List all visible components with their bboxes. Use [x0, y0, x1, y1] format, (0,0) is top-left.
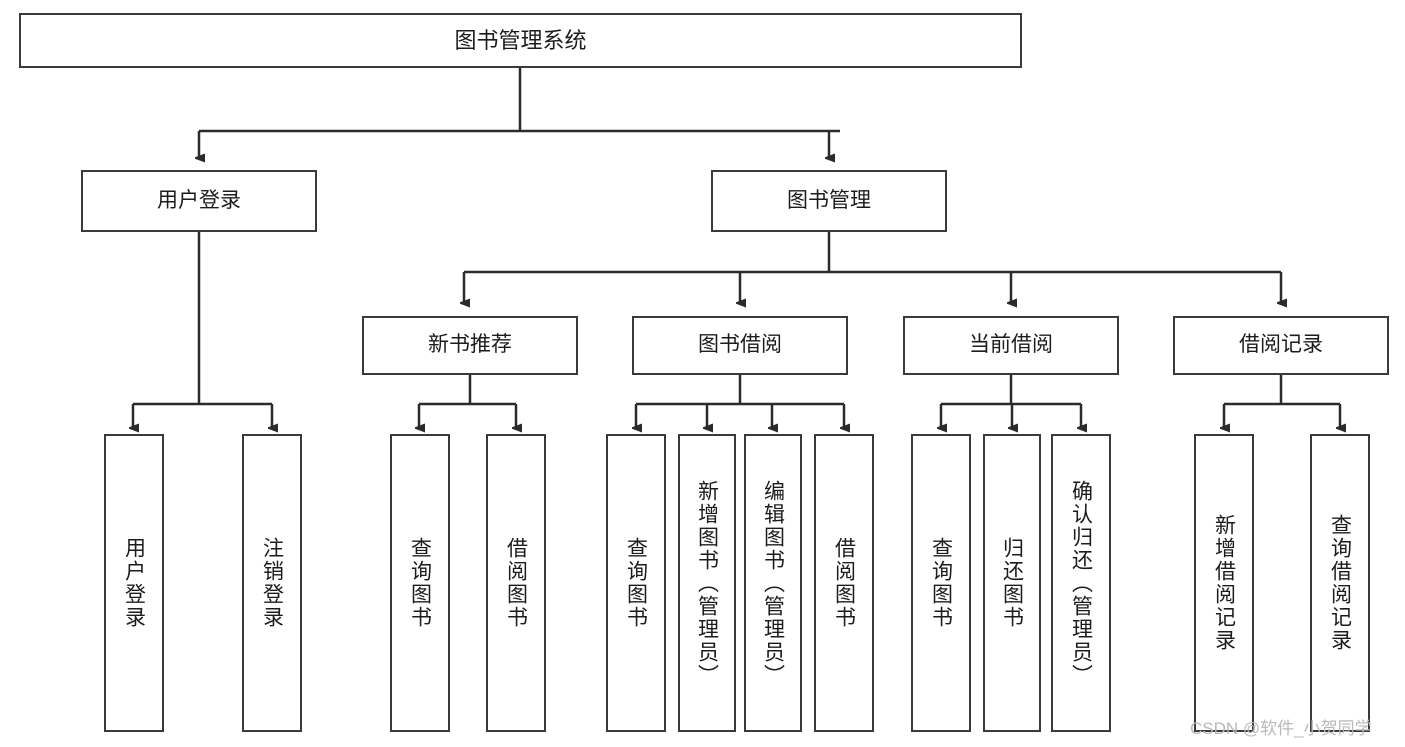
node-label: 新书推荐 — [428, 333, 512, 357]
leaf-return-book[interactable]: 归还图书 — [983, 434, 1041, 732]
leaf-add-record[interactable]: 新增借阅记录 — [1194, 434, 1254, 732]
leaf-borrow-book-1[interactable]: 借阅图书 — [486, 434, 546, 732]
node-label: 查询图书 — [408, 537, 432, 629]
node-label: 归还图书 — [1000, 537, 1024, 629]
leaf-confirm-return[interactable]: 确认归还（管理员） — [1051, 434, 1111, 732]
node-label: 查询图书 — [929, 537, 953, 629]
node-label: 新增图书（管理员） — [695, 479, 719, 687]
leaf-add-book[interactable]: 新增图书（管理员） — [678, 434, 736, 732]
watermark-text: CSDN @软件_小贺同学 — [1190, 719, 1372, 738]
leaf-edit-book[interactable]: 编辑图书（管理员） — [744, 434, 802, 732]
node-label: 借阅记录 — [1239, 333, 1323, 357]
node-label: 用户登录 — [157, 188, 241, 212]
leaf-query-book-2[interactable]: 查询图书 — [606, 434, 666, 732]
node-label: 借阅图书 — [832, 537, 856, 629]
node-root[interactable]: 图书管理系统 — [19, 13, 1022, 68]
node-label: 编辑图书（管理员） — [761, 479, 785, 687]
node-label: 借阅图书 — [504, 537, 528, 629]
node-label: 查询图书 — [624, 537, 648, 629]
leaf-query-record[interactable]: 查询借阅记录 — [1310, 434, 1370, 732]
leaf-query-book-1[interactable]: 查询图书 — [390, 434, 450, 732]
node-label: 图书管理 — [787, 188, 871, 212]
node-label: 查询借阅记录 — [1328, 514, 1352, 652]
node-book-borrow[interactable]: 图书借阅 — [632, 316, 848, 375]
node-label: 当前借阅 — [969, 333, 1053, 357]
node-label: 用户登录 — [122, 537, 146, 629]
node-current-borrow[interactable]: 当前借阅 — [903, 316, 1119, 375]
leaf-query-book-3[interactable]: 查询图书 — [911, 434, 971, 732]
node-new-book-recommend[interactable]: 新书推荐 — [362, 316, 578, 375]
node-user-login[interactable]: 用户登录 — [81, 170, 317, 232]
leaf-borrow-book-2[interactable]: 借阅图书 — [814, 434, 874, 732]
node-label: 注销登录 — [260, 537, 284, 629]
node-label: 图书借阅 — [698, 333, 782, 357]
node-borrow-record[interactable]: 借阅记录 — [1173, 316, 1389, 375]
node-book-management[interactable]: 图书管理 — [711, 170, 947, 232]
node-label: 图书管理系统 — [454, 27, 587, 53]
leaf-user-login[interactable]: 用户登录 — [104, 434, 164, 732]
node-label: 新增借阅记录 — [1212, 514, 1236, 652]
node-label: 确认归还（管理员） — [1069, 479, 1093, 687]
leaf-logout-login[interactable]: 注销登录 — [242, 434, 302, 732]
